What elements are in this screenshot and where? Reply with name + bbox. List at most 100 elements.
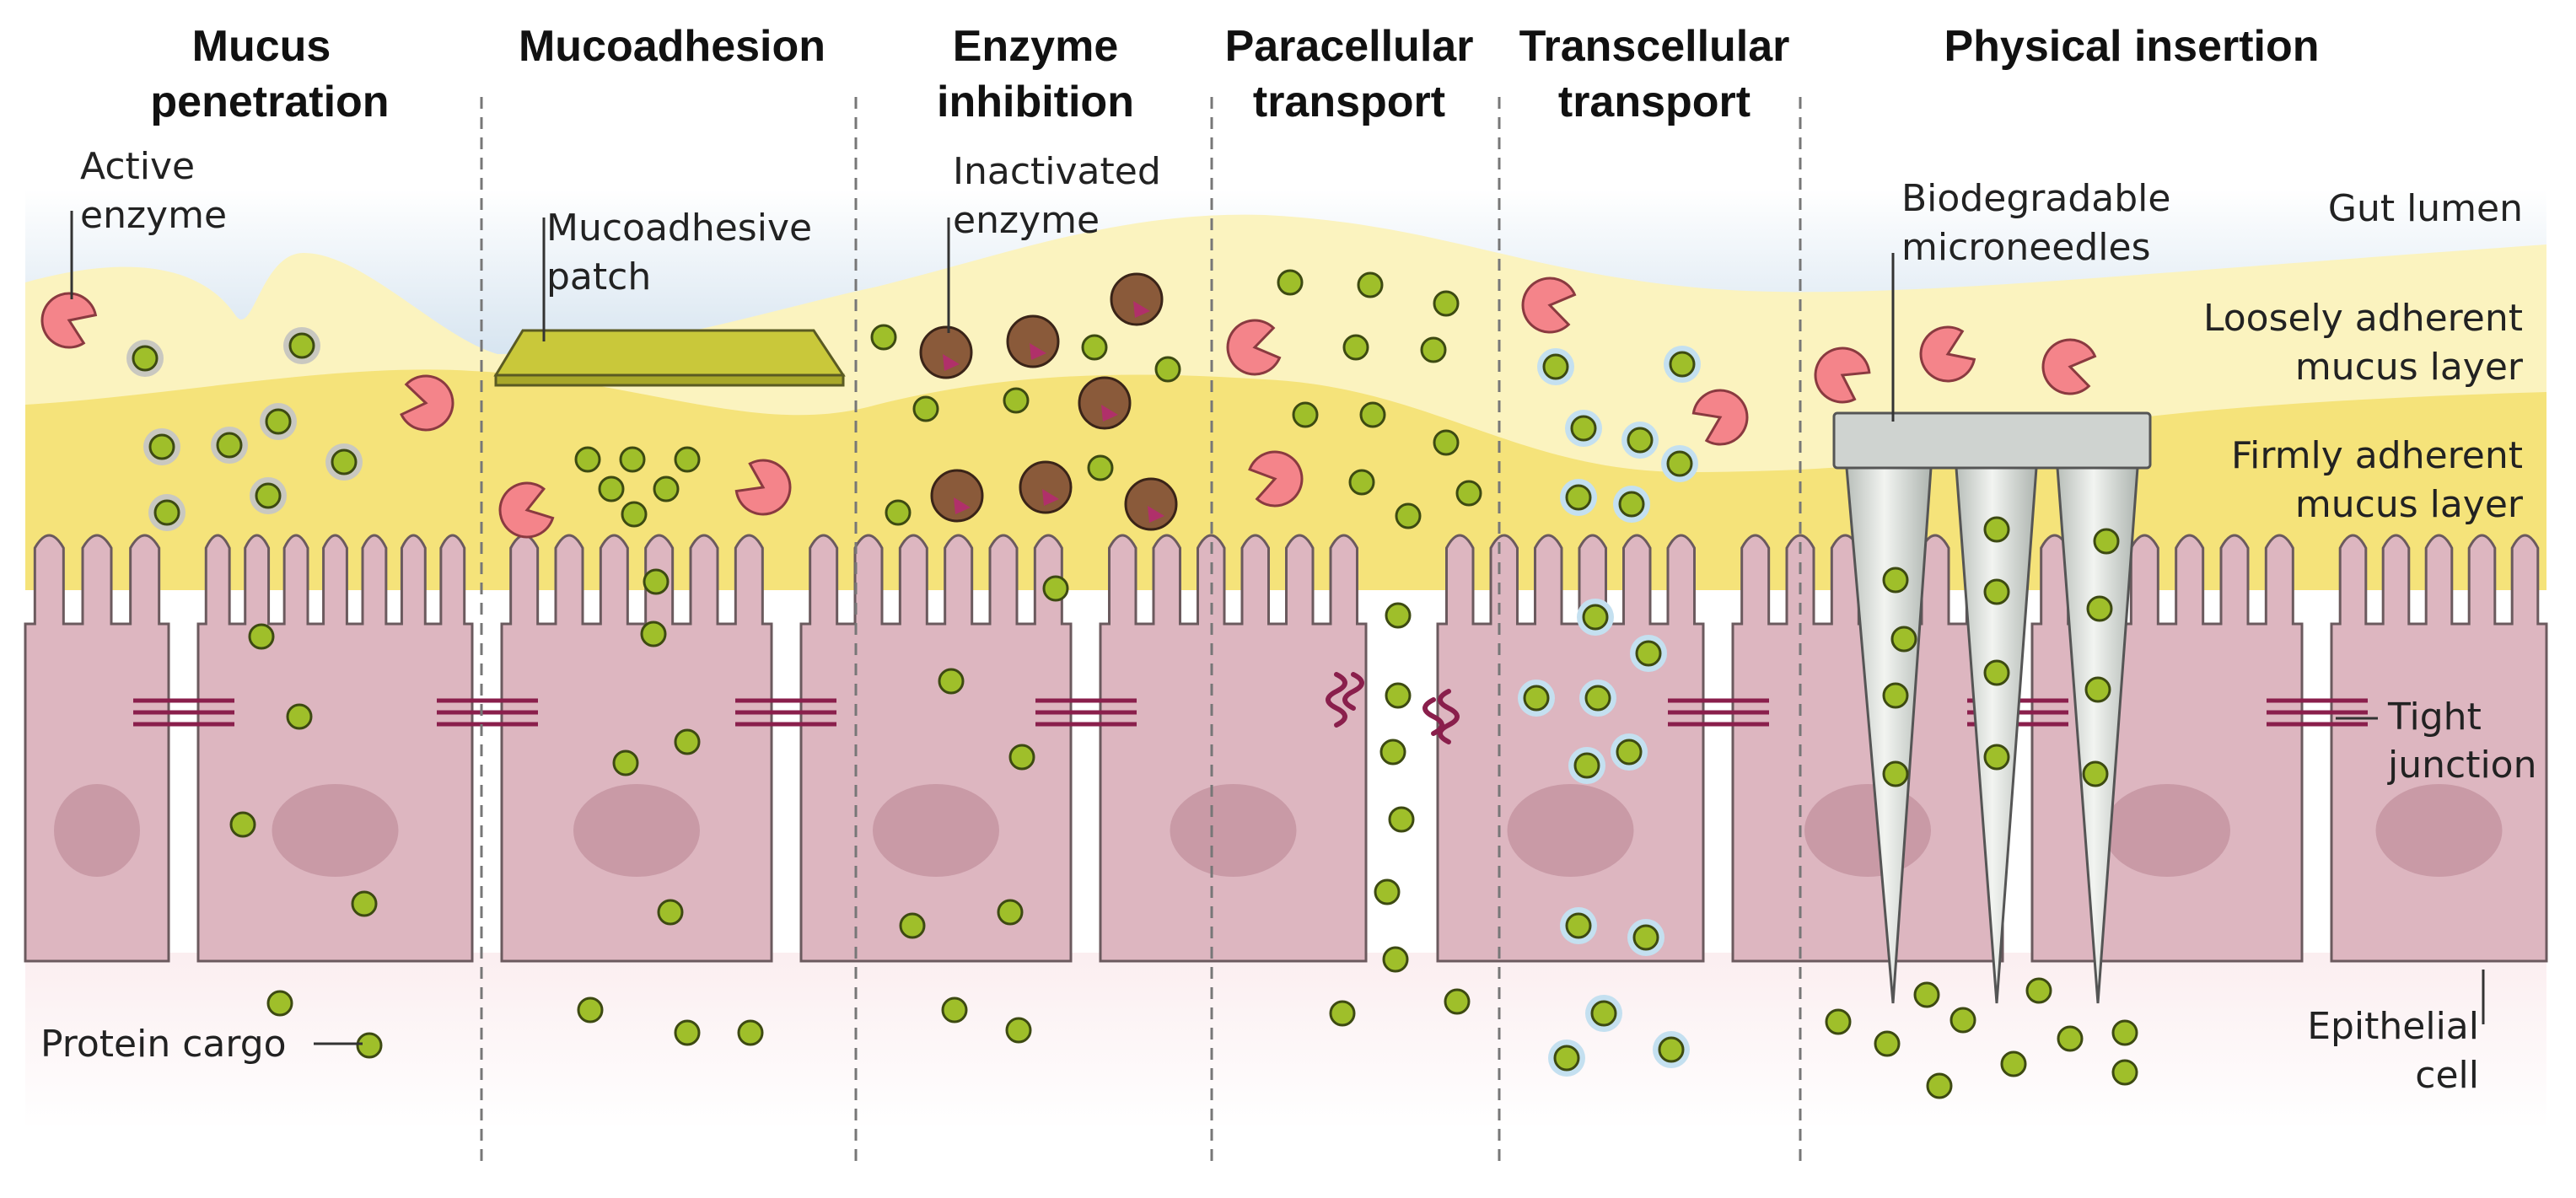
- protein-cargo: [1983, 578, 2010, 605]
- protein-cargo: [640, 620, 667, 647]
- protein-cargo: [1359, 401, 1386, 428]
- protein-cargo: [1553, 1045, 1580, 1072]
- protein-cargo: [2086, 595, 2113, 622]
- active-enzyme: [1691, 389, 1749, 446]
- cell-nucleus: [573, 784, 700, 877]
- protein-cargo: [2111, 1059, 2138, 1086]
- active-enzymes: [40, 277, 2097, 539]
- protein-cargo: [2082, 760, 2109, 787]
- protein-cargo: [216, 432, 243, 459]
- label-firm-mucus-l2: mucus layer: [2295, 483, 2524, 526]
- protein-cargo: [1382, 946, 1409, 973]
- inhibitor-wedge: [1148, 506, 1164, 523]
- protein-cargo: [1455, 480, 1482, 507]
- title-enzyme-inhibition-l1: Enzyme: [953, 22, 1119, 71]
- tight-junctions: [133, 698, 2368, 727]
- protein-cargo: [1890, 626, 1917, 653]
- protein-cargo: [2000, 1050, 2027, 1077]
- protein-cargo: [1627, 427, 1654, 454]
- protein-cargo: [1616, 739, 1643, 766]
- protein-cargo: [1565, 484, 1592, 511]
- protein-cargo: [2025, 977, 2052, 1004]
- title-mucus-penetration-l2: penetration: [150, 78, 389, 126]
- protein-cargo: [1983, 744, 2010, 771]
- inactivated-enzyme: [930, 469, 984, 523]
- protein-cargo: [1420, 336, 1447, 363]
- inhibitor-wedge: [943, 354, 960, 371]
- active-enzyme: [1521, 277, 1577, 334]
- protein-cargo: [912, 395, 939, 422]
- protein-cargo: [1042, 575, 1069, 602]
- protein-cargo: [1570, 415, 1597, 442]
- label-loose-mucus-l1: Loosely adherent: [2203, 297, 2523, 340]
- cell-nucleus: [2375, 784, 2503, 877]
- protein-cargo: [1348, 469, 1375, 496]
- protein-cargo: [1874, 1030, 1901, 1057]
- protein-cargo: [612, 749, 639, 776]
- protein-cargo: [1374, 878, 1401, 905]
- cell-nucleus: [1507, 784, 1634, 877]
- panel-dividers: [480, 97, 1802, 1163]
- protein-cargo: [265, 408, 292, 435]
- epithelium: [24, 534, 2548, 963]
- protein-cargo: [1882, 682, 1909, 709]
- protein-cargo: [1635, 640, 1662, 667]
- title-physical-insertion: Physical insertion: [1944, 22, 2319, 71]
- protein-cargo: [1882, 760, 1909, 787]
- protein-cargo: [1825, 1008, 1852, 1035]
- label-loose-mucus-l2: mucus layer: [2295, 346, 2524, 389]
- protein-cargo: [1388, 806, 1415, 833]
- label-tight-junction-l2: junction: [2387, 744, 2536, 787]
- label-tight-junction-l1: Tight: [2387, 696, 2482, 739]
- label-inactivated-enzyme-l2: enzyme: [953, 199, 1100, 242]
- epithelial-cell: [1099, 534, 1368, 963]
- inhibitor-wedge: [954, 497, 971, 514]
- protein-cargo: [1669, 351, 1696, 378]
- protein-cargo: [2084, 676, 2111, 703]
- active-enzyme: [1248, 450, 1304, 508]
- protein-cargo: [1357, 271, 1384, 298]
- protein-cargo: [1666, 450, 1693, 477]
- protein-cargo: [870, 324, 897, 351]
- label-gut-lumen: Gut lumen: [2328, 187, 2523, 230]
- protein-cargo: [1385, 602, 1412, 629]
- protein-cargo: [1882, 567, 1909, 594]
- title-paracellular-l2: transport: [1253, 78, 1445, 126]
- protein-cargo: [1983, 516, 2010, 543]
- inactivated-enzyme: [919, 325, 973, 379]
- active-enzyme: [40, 292, 98, 349]
- protein-cargo: [1342, 334, 1369, 361]
- protein-cargo: [674, 1019, 701, 1046]
- label-microneedles-l2: microneedles: [1901, 226, 2151, 269]
- protein-cargo: [286, 703, 313, 730]
- protein-cargo: [288, 332, 315, 359]
- protein-cargo: [1582, 604, 1609, 631]
- protein-cargo: [653, 475, 680, 502]
- epithelial-cell: [1436, 534, 1705, 963]
- annotation-labels: Active enzyme Mucoadhesive patch Inactiv…: [40, 145, 2536, 1097]
- protein-cargo: [938, 668, 965, 695]
- label-firm-mucus-l1: Firmly adherent: [2231, 434, 2523, 477]
- inhibitor-wedge: [1042, 489, 1059, 506]
- protein-cargo: [941, 997, 968, 1023]
- protein-cargo: [1590, 1000, 1617, 1027]
- protein-cargo: [229, 811, 256, 838]
- protein-cargo: [674, 728, 701, 755]
- protein-cargo: [1926, 1072, 1953, 1099]
- protein-cargo: [2111, 1019, 2138, 1046]
- protein-cargo: [1385, 682, 1412, 709]
- protein-cargo: [153, 499, 180, 526]
- protein-cargo: [331, 449, 358, 475]
- title-mucus-penetration-l1: Mucus: [192, 22, 331, 71]
- label-mucoadhesive-patch-l1: Mucoadhesive: [546, 207, 812, 250]
- panel-titles: Mucus penetration Mucoadhesion Enzyme in…: [150, 22, 2319, 126]
- protein-cargo: [1003, 387, 1030, 414]
- title-transcellular-l1: Transcellular: [1519, 22, 1790, 71]
- epithelial-cell: [500, 534, 773, 963]
- protein-cargo: [1983, 659, 2010, 686]
- protein-cargo: [1087, 454, 1114, 481]
- protein-cargo: [1005, 1017, 1032, 1044]
- protein-cargo: [997, 899, 1024, 926]
- protein-cargo: [1433, 290, 1460, 317]
